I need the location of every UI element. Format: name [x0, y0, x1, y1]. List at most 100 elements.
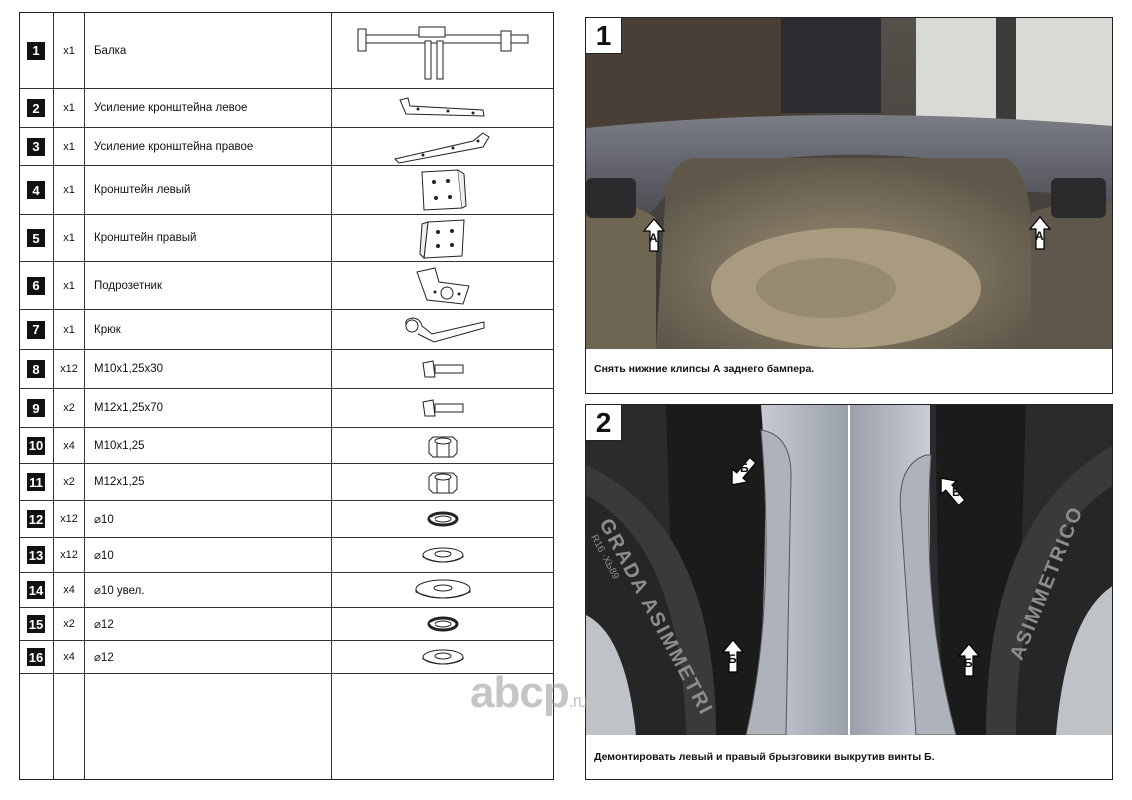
spring-washer-icon	[332, 501, 553, 537]
part-name: M10x1,25	[85, 428, 332, 463]
part-number-cell: 14	[20, 573, 54, 607]
part-number-cell: 4	[20, 166, 54, 214]
part-number-cell: 6	[20, 262, 54, 309]
marker-b-1	[723, 448, 765, 492]
hook-icon	[332, 310, 553, 349]
part-number: 10	[27, 436, 45, 455]
part-name: Подрозетник	[85, 262, 332, 309]
step-1-number: 1	[586, 18, 622, 54]
part-number: 13	[27, 546, 45, 564]
watermark-tld: .ru	[568, 691, 588, 711]
marker-a-right-label: А	[1035, 229, 1044, 243]
part-quantity: x12	[54, 501, 85, 537]
part-quantity: x12	[54, 538, 85, 572]
step-1-panel: 1 А А Снять нижние клипсы А заднего бамп…	[585, 17, 1113, 394]
part-number-cell: 3	[20, 128, 54, 165]
socket-plate-icon	[332, 262, 553, 309]
marker-b-3	[932, 470, 974, 514]
part-name: Кронштейн правый	[85, 215, 332, 261]
marker-b-3-label: Б	[952, 485, 961, 499]
part-name: ⌀12	[85, 608, 332, 640]
part-number: 6	[27, 276, 45, 295]
step-1-caption: Снять нижние клипсы А заднего бампера.	[594, 363, 815, 375]
step-2-photo	[586, 405, 1112, 735]
left-bracket-icon	[332, 166, 553, 214]
bolt-icon	[332, 350, 553, 388]
part-quantity: x1	[54, 13, 85, 88]
part-quantity: x1	[54, 310, 85, 349]
part-quantity: x1	[54, 128, 85, 165]
part-quantity: x2	[54, 389, 85, 427]
part-name: Кронштейн левый	[85, 166, 332, 214]
marker-a-right: А	[1028, 216, 1052, 255]
part-number-cell: 7	[20, 310, 54, 349]
part-quantity: x1	[54, 262, 85, 309]
part-number-cell: 10	[20, 428, 54, 463]
part-quantity: x12	[54, 350, 85, 388]
empty-name-cell	[85, 674, 332, 779]
watermark: abcp.ru	[470, 668, 588, 718]
part-name: Усиление кронштейна левое	[85, 89, 332, 127]
step-2-caption: Демонтировать левый и правый брызговики …	[594, 751, 935, 763]
nut-icon	[332, 464, 553, 500]
step-2-panel: GRADA ASIMMETRI R16 ·ХЬ89 ASIMMETRICO 2 …	[585, 404, 1113, 780]
parts-row: 16 x4⌀12	[20, 641, 553, 674]
part-number-cell: 9	[20, 389, 54, 427]
right-bracket-reinforcement-icon	[332, 128, 553, 165]
left-bracket-reinforcement-icon	[332, 89, 553, 127]
part-number: 11	[27, 473, 45, 491]
part-number-cell: 15	[20, 608, 54, 640]
part-name: Усиление кронштейна правое	[85, 128, 332, 165]
part-number-cell: 1	[20, 13, 54, 88]
part-number: 2	[27, 99, 45, 117]
part-name: ⌀12	[85, 641, 332, 673]
part-number: 1	[27, 41, 45, 60]
part-number: 12	[27, 510, 45, 528]
part-number-cell: 8	[20, 350, 54, 388]
marker-b-1-label: Б	[740, 461, 749, 475]
beam-icon	[332, 13, 553, 88]
parts-row: 13 x12⌀10	[20, 538, 553, 573]
part-quantity: x4	[54, 641, 85, 673]
part-number: 14	[27, 581, 45, 599]
part-number-cell: 13	[20, 538, 54, 572]
marker-b-4: Б	[957, 643, 981, 682]
part-number: 3	[27, 137, 45, 156]
part-quantity: x4	[54, 573, 85, 607]
marker-a-left-label: А	[649, 231, 658, 245]
part-name: M10x1,25x30	[85, 350, 332, 388]
part-name: Крюк	[85, 310, 332, 349]
large-washer-icon	[332, 573, 553, 607]
parts-row-empty	[20, 674, 553, 779]
part-number: 16	[27, 648, 45, 666]
part-quantity: x2	[54, 608, 85, 640]
part-name: Балка	[85, 13, 332, 88]
part-quantity: x1	[54, 166, 85, 214]
parts-row: 14 x4⌀10 увел.	[20, 573, 553, 608]
marker-b-4-label: Б	[964, 656, 973, 670]
part-number: 4	[27, 181, 45, 199]
part-number: 9	[27, 399, 45, 417]
marker-a-left: А	[642, 218, 666, 257]
step-2-number: 2	[586, 405, 622, 441]
part-quantity: x1	[54, 215, 85, 261]
empty-qty-cell	[54, 674, 85, 779]
part-name: ⌀10	[85, 538, 332, 572]
part-number-cell: 2	[20, 89, 54, 127]
spring-washer-icon	[332, 608, 553, 640]
part-number: 8	[27, 360, 45, 378]
part-number-cell: 12	[20, 501, 54, 537]
empty-number-cell	[20, 674, 54, 779]
part-name: ⌀10 увел.	[85, 573, 332, 607]
